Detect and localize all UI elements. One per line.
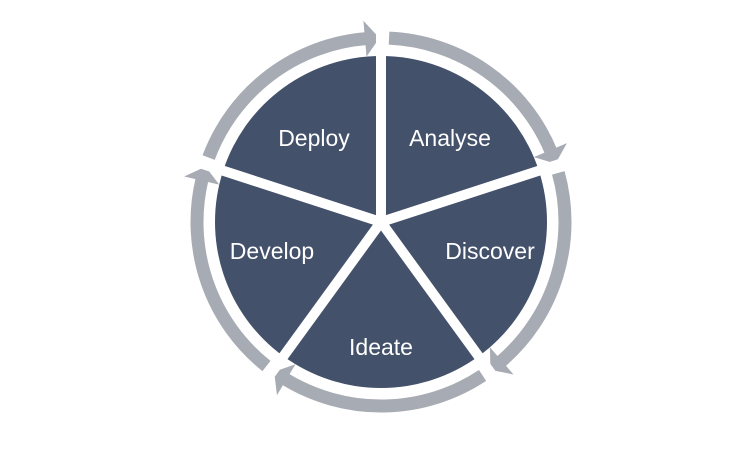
segment-divider-2 <box>379 156 570 227</box>
arrow-arc-analyse <box>388 31 557 155</box>
arrowhead-deploy <box>363 20 380 57</box>
segment-develop <box>215 170 381 357</box>
arrow-arc-develop <box>190 177 271 372</box>
arrowhead-discover <box>489 347 514 375</box>
segment-divider-5 <box>192 156 383 227</box>
arrow-arc-ideate <box>281 370 487 413</box>
arrow-arc-discover <box>496 171 572 367</box>
segment-discover <box>381 170 547 357</box>
segment-label-develop: Develop <box>230 238 314 264</box>
segment-label-analyse: Analyse <box>409 125 491 151</box>
segment-label-discover: Discover <box>445 238 535 264</box>
arrowhead-develop <box>184 166 220 185</box>
arrowhead-ideate <box>274 364 296 396</box>
cycle-arrow-ring <box>184 20 572 413</box>
arrow-arc-deploy <box>202 32 368 160</box>
cycle-segments <box>192 25 570 388</box>
segment-label-deploy: Deploy <box>278 125 350 151</box>
segment-label-ideate: Ideate <box>349 334 413 360</box>
cycle-labels: Analyse Discover Ideate Develop Deploy <box>230 125 535 360</box>
segment-divider-4 <box>261 219 386 385</box>
segment-divider-3 <box>376 219 501 385</box>
arrowhead-analyse <box>533 143 567 164</box>
segment-ideate <box>283 222 479 388</box>
